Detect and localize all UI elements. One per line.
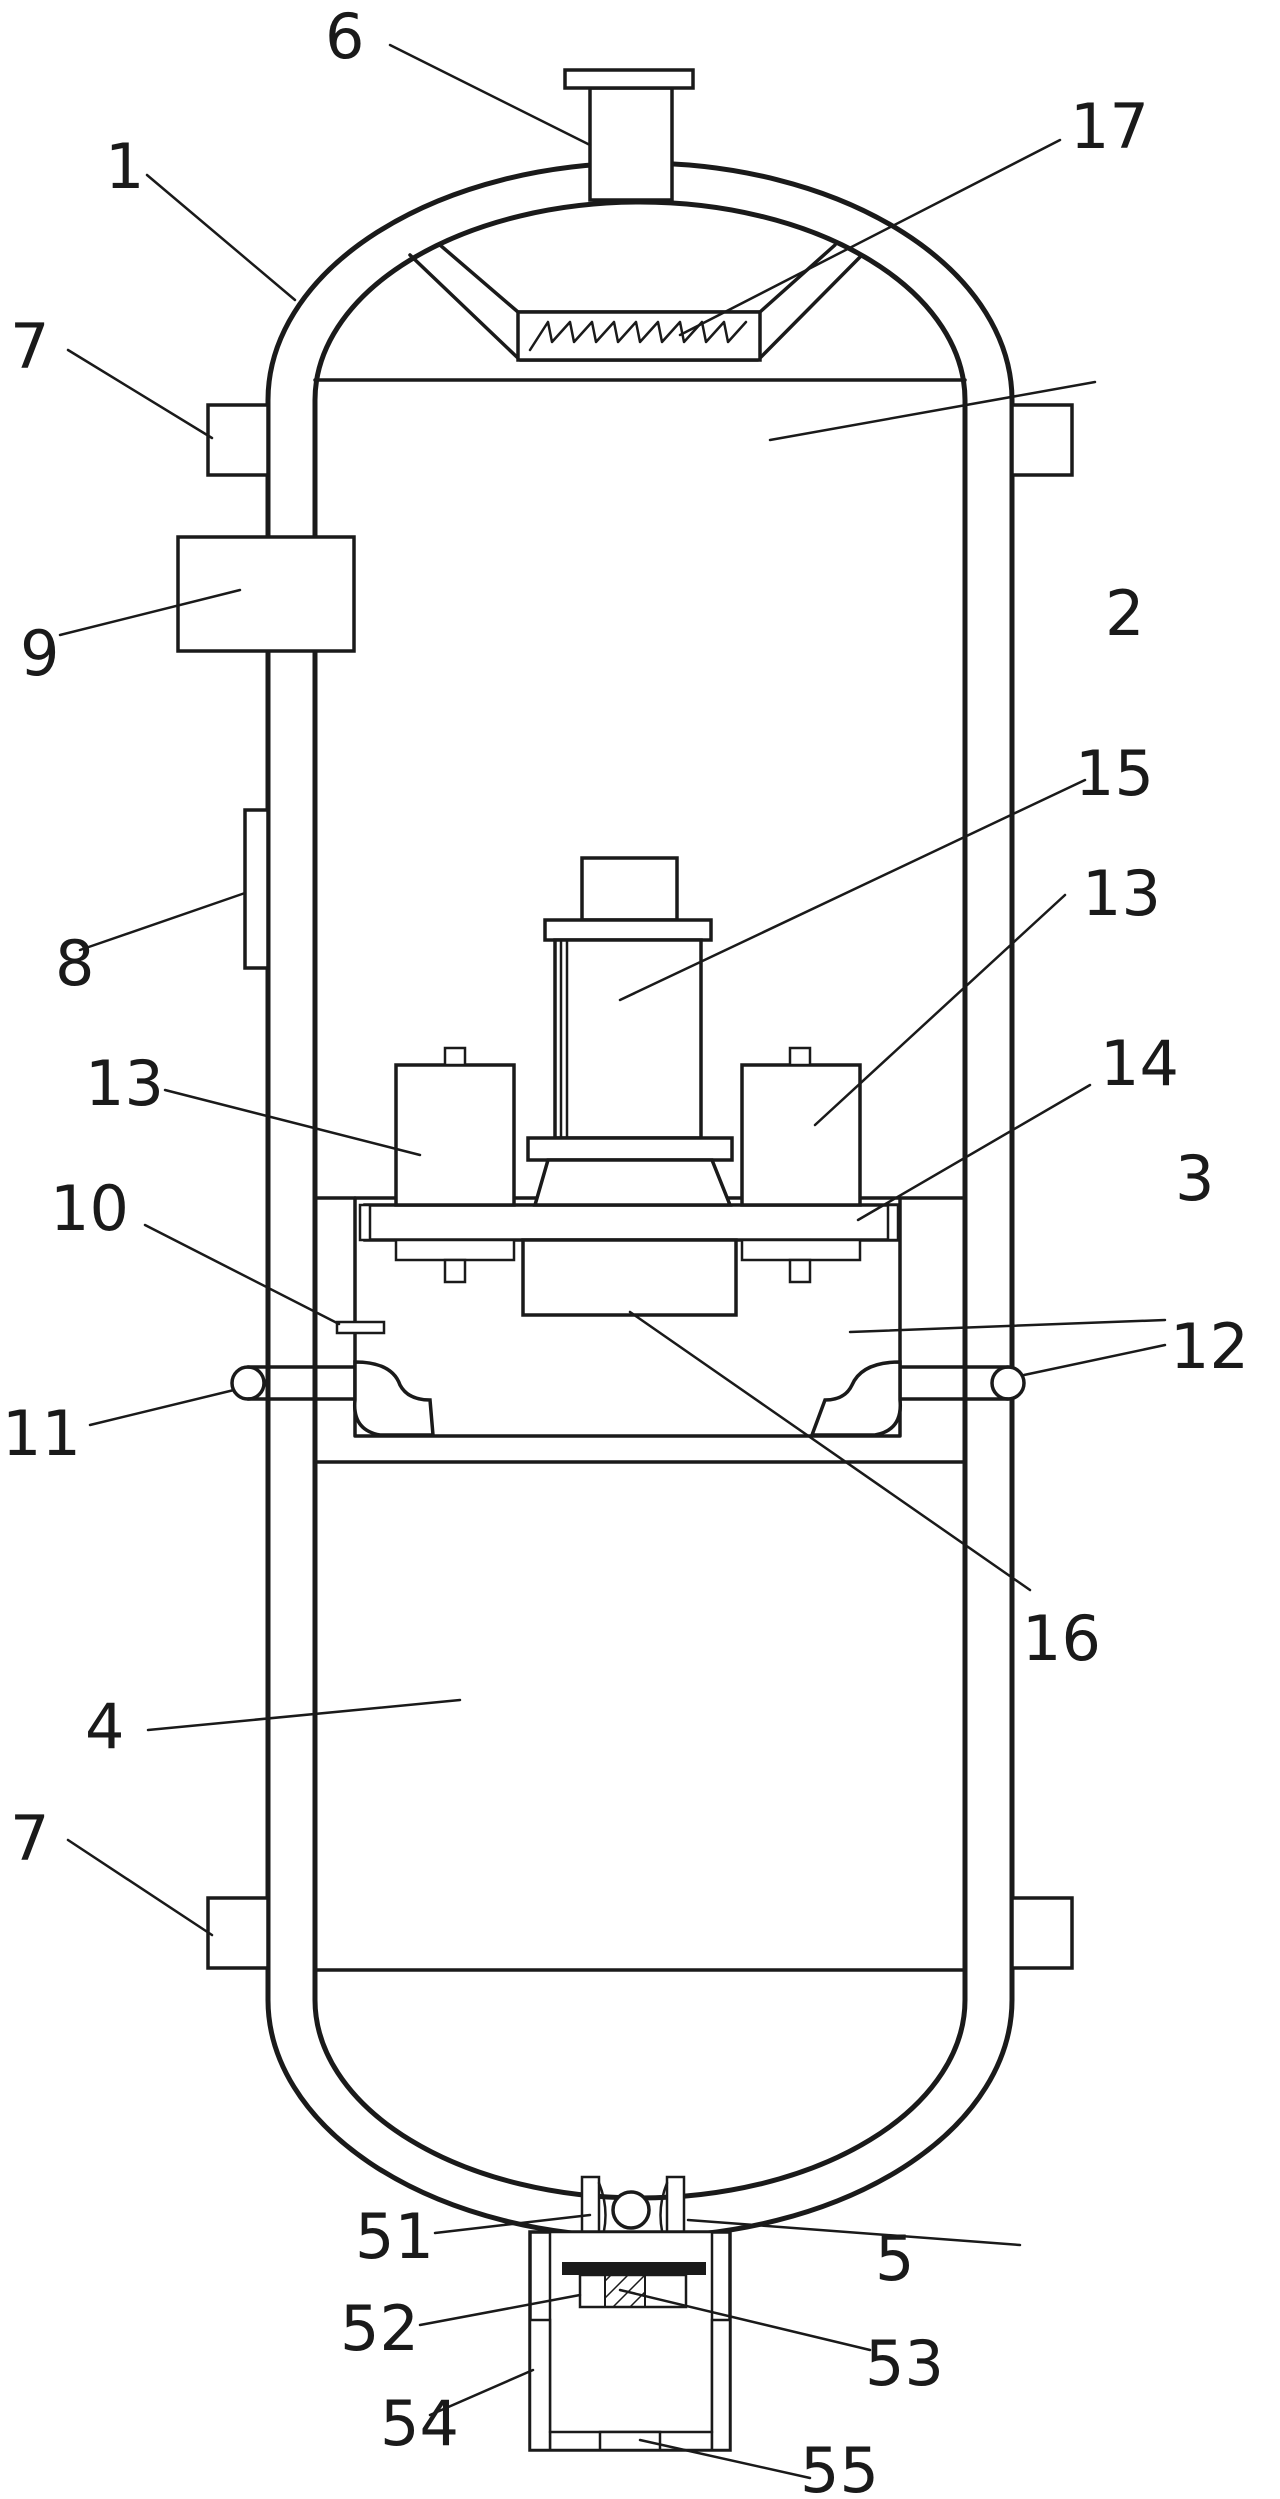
outlet-port <box>598 2430 662 2452</box>
label-5: 5 <box>875 2222 914 2295</box>
motor-right-cap <box>788 1046 812 1067</box>
motor-left-base <box>394 1238 516 1262</box>
nozzle-right <box>990 1365 1026 1401</box>
label-6: 6 <box>325 0 364 73</box>
label-53: 53 <box>865 2327 944 2400</box>
motor-left-shaft <box>443 1258 467 1284</box>
funnel-inner <box>438 243 837 314</box>
motor-right-shaft <box>788 1258 812 1284</box>
label-10: 10 <box>50 1172 129 1245</box>
small-bracket <box>335 1320 386 1335</box>
housing-wall-left <box>528 2318 552 2452</box>
pump-top-cap <box>580 856 679 922</box>
label-2: 2 <box>1105 577 1144 650</box>
filter-zigzag <box>528 320 748 352</box>
lug-top-right <box>1010 403 1074 477</box>
deflector-right <box>809 1360 903 1437</box>
plate-clip-left <box>358 1203 372 1242</box>
label-8: 8 <box>55 927 94 1000</box>
label-7-bottom: 7 <box>10 1802 49 1875</box>
chamber-box <box>353 1196 902 1438</box>
label-13-left: 13 <box>85 1047 164 1120</box>
label-16: 16 <box>1022 1602 1101 1675</box>
seal-plate <box>562 2262 706 2275</box>
label-1: 1 <box>105 130 144 203</box>
inner-shell <box>312 199 968 2201</box>
label-11: 11 <box>2 1397 81 1470</box>
deflector-left <box>352 1360 435 1437</box>
motor-left-body <box>394 1063 516 1207</box>
side-panel <box>243 808 270 970</box>
label-3: 3 <box>1175 1142 1214 1215</box>
pump-body <box>553 938 703 1140</box>
label-9: 9 <box>20 617 59 690</box>
label-55: 55 <box>800 2434 879 2499</box>
motor-right-body <box>740 1063 862 1207</box>
outer-shell <box>265 160 1015 2240</box>
label-14: 14 <box>1100 1027 1179 1100</box>
label-12: 12 <box>1170 1310 1249 1383</box>
lug-bottom-right <box>1010 1896 1074 1970</box>
lower-block <box>521 1238 738 1317</box>
leader-lines <box>58 43 1167 2480</box>
label-15: 15 <box>1075 737 1154 810</box>
motor-left-cap <box>443 1046 467 1067</box>
label-17: 17 <box>1070 90 1149 163</box>
label-13-right: 13 <box>1082 857 1161 930</box>
inlet-pipe <box>588 86 674 202</box>
pump-bottom-flange <box>526 1136 734 1162</box>
lug-bottom-left <box>206 1896 270 1970</box>
label-54: 54 <box>380 2387 459 2460</box>
label-51: 51 <box>355 2200 434 2273</box>
nozzle-left <box>230 1365 266 1401</box>
control-box <box>176 535 356 653</box>
valve-ball <box>611 2190 651 2230</box>
label-4: 4 <box>85 1690 124 1763</box>
mounting-plate <box>363 1203 899 1242</box>
inlet-flange <box>563 68 695 90</box>
motor-right-base <box>740 1238 862 1262</box>
lug-top-left <box>206 403 270 477</box>
pump-top-flange <box>543 918 713 942</box>
plate-clip-right <box>886 1203 900 1242</box>
label-52: 52 <box>340 2292 419 2365</box>
pump-base <box>532 1158 733 1207</box>
housing-wall-right <box>710 2318 732 2452</box>
label-7-top: 7 <box>10 310 49 383</box>
